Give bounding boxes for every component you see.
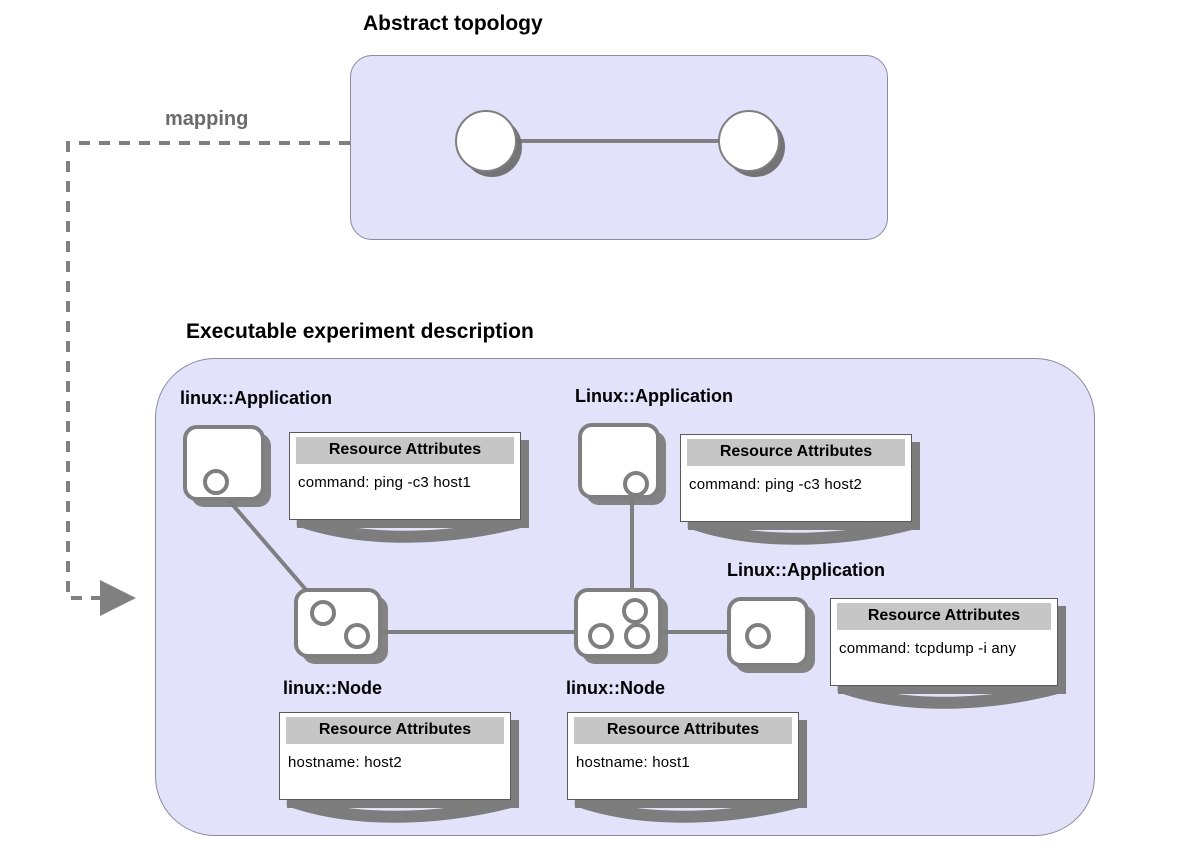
label-linux-application-3: Linux::Application [727, 560, 885, 580]
topology-node-1[interactable] [455, 110, 517, 172]
port-app1-out[interactable] [203, 469, 229, 495]
topology-link [490, 139, 740, 143]
abstract-topology-panel [350, 55, 888, 240]
note-app1: Resource Attributes command: ping -c3 ho… [289, 432, 529, 543]
port-node1-link[interactable] [344, 623, 370, 649]
note-wave [286, 794, 511, 823]
note-body: Resource Attributes command: ping -c3 ho… [289, 432, 521, 520]
port-node1-app[interactable] [310, 600, 336, 626]
port-app3-in[interactable] [745, 623, 771, 649]
note-attribute: command: tcpdump -i any [839, 640, 1017, 657]
note-wave [837, 680, 1058, 709]
port-node2-monitor[interactable] [624, 623, 650, 649]
note-wave [574, 794, 799, 823]
port-app2-out[interactable] [623, 471, 649, 497]
mapping-label: mapping [165, 108, 249, 130]
abstract-topology-title: Abstract topology [363, 12, 543, 35]
label-linux-application-2: Linux::Application [575, 386, 733, 406]
note-node1: Resource Attributes hostname: host2 [279, 712, 519, 823]
note-app3: Resource Attributes command: tcpdump -i … [830, 598, 1066, 709]
note-header: Resource Attributes [286, 717, 504, 744]
note-body: Resource Attributes command: ping -c3 ho… [680, 434, 912, 522]
note-body: Resource Attributes command: tcpdump -i … [830, 598, 1058, 686]
note-app2: Resource Attributes command: ping -c3 ho… [680, 434, 920, 545]
label-linux-node-1: linux::Node [283, 678, 382, 698]
component-app3[interactable] [727, 597, 809, 667]
note-body: Resource Attributes hostname: host2 [279, 712, 511, 800]
component-node1[interactable] [294, 588, 382, 658]
component-app1[interactable] [183, 425, 265, 501]
component-node2[interactable] [574, 588, 662, 658]
note-header: Resource Attributes [574, 717, 792, 744]
note-attribute: hostname: host1 [576, 754, 690, 771]
note-body: Resource Attributes hostname: host1 [567, 712, 799, 800]
note-header: Resource Attributes [687, 439, 905, 466]
note-header: Resource Attributes [296, 437, 514, 464]
note-attribute: hostname: host2 [288, 754, 402, 771]
note-wave [687, 516, 912, 545]
note-attribute: command: ping -c3 host1 [298, 474, 472, 491]
component-app2[interactable] [578, 423, 660, 499]
topology-node-2[interactable] [718, 110, 780, 172]
note-wave [296, 514, 521, 543]
port-node2-app[interactable] [622, 598, 648, 624]
label-linux-node-2: linux::Node [566, 678, 665, 698]
note-header: Resource Attributes [837, 603, 1051, 630]
port-node2-link[interactable] [588, 623, 614, 649]
note-attribute: command: ping -c3 host2 [689, 476, 863, 493]
note-node2: Resource Attributes hostname: host1 [567, 712, 807, 823]
